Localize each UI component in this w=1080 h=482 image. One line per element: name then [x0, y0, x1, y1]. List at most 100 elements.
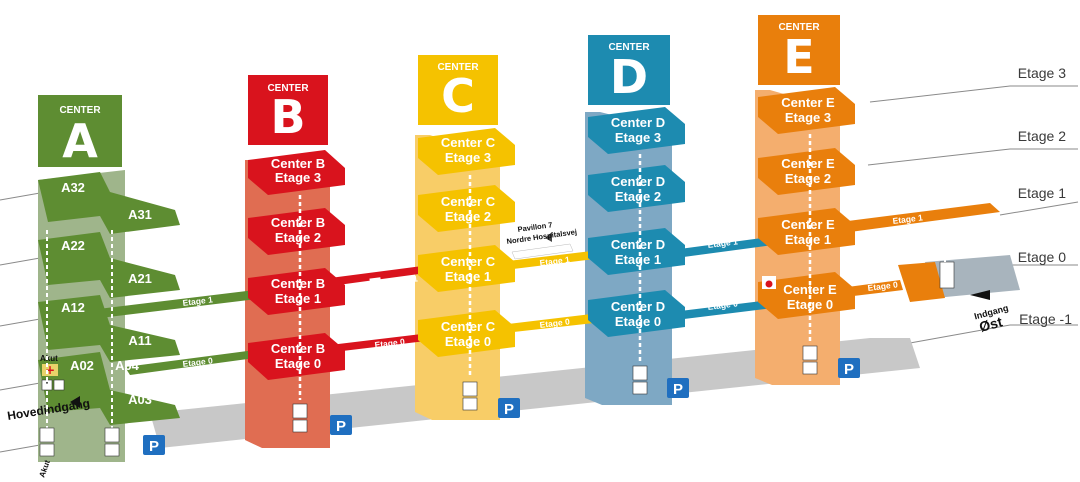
floor-e2-level: Etage 2: [785, 171, 831, 186]
level-label-0: Etage 0: [1018, 249, 1066, 265]
bridge-d-e-etage-0-label: Etage 0: [707, 298, 738, 312]
floor-c0-level: Etage 0: [445, 334, 491, 349]
bridge-c-d-etage-0: [500, 313, 603, 333]
bridge-a-b-etage-0: [125, 350, 262, 375]
center-e-letter: E: [783, 30, 814, 84]
center-e-word: CENTER: [778, 22, 820, 33]
floor-a31-label: A31: [128, 207, 152, 222]
elevator-icon: [53, 379, 65, 391]
floor-c1-name: Center C: [441, 254, 496, 269]
floor-a12: [38, 295, 180, 362]
floor-b1: [248, 268, 345, 315]
floor-a22-label: A22: [61, 238, 85, 253]
elevator-icon: [802, 345, 818, 361]
parking-icon: [498, 398, 520, 418]
east-entrance-line2: Øst: [977, 313, 1004, 335]
floor-b3-name: Center B: [271, 156, 325, 171]
center-d-letter: D: [610, 50, 648, 104]
floor-e2-name: Center E: [781, 156, 835, 171]
center-e-header: [758, 15, 840, 85]
center-c-header: [418, 55, 498, 125]
bridge-d-e-etage-1-label: Etage 1: [707, 236, 738, 250]
svg-text:P: P: [149, 438, 159, 455]
floor-d1-level: Etage 1: [615, 252, 661, 267]
center-c-word: CENTER: [437, 62, 479, 73]
east-entrance-block: [898, 232, 1020, 302]
floor-c3-name: Center C: [441, 135, 496, 150]
floor-a03-label: A03: [128, 392, 152, 407]
floor-e2: [758, 148, 855, 195]
center-b-word: CENTER: [267, 83, 309, 94]
parking-icon: [143, 435, 165, 455]
center-b-header: [248, 75, 328, 145]
floor-e1: [758, 208, 855, 255]
svg-text:P: P: [336, 418, 346, 435]
center-b: CENTER B Center B Etage 3 Center B Etage…: [248, 75, 352, 435]
bridge-c-d-etage-1: [500, 250, 603, 270]
center-a: CENTER A A32 A31 A22 A21 A12 A11 A02 A04…: [6, 95, 180, 479]
parking-icon: [330, 415, 352, 435]
entrance-arrow-icon: [970, 290, 990, 300]
bridge-e-east-etage-0: [840, 280, 903, 297]
floor-e0: [758, 272, 855, 319]
bridge-b-c-etage-1-label: Etage 1: [387, 273, 418, 287]
floor-a12-label: A12: [61, 300, 85, 315]
level-label-minus1: Etage -1: [1019, 311, 1072, 327]
floor-d0-name: Center D: [611, 299, 665, 314]
floor-c0-name: Center C: [441, 319, 496, 334]
level-label-2: Etage 2: [1018, 128, 1066, 144]
svg-text:P: P: [673, 381, 683, 398]
floor-a32-label: A32: [61, 180, 85, 195]
elevator-icon: [632, 365, 648, 381]
entrance-arrow-icon: [70, 396, 80, 408]
bridges: Etage 1 Etage 0 Etage 1 Etage 0 Etage 1 …: [90, 203, 1000, 375]
elevator-icon: [292, 403, 308, 419]
center-d-header: [588, 35, 670, 105]
svg-text:P: P: [504, 401, 514, 418]
floor-d0: [588, 290, 685, 337]
level-label-3: Etage 3: [1018, 65, 1066, 81]
floor-e1-name: Center E: [781, 217, 835, 232]
parking-icon: [667, 378, 689, 398]
center-a-letter: A: [62, 114, 98, 168]
floor-b1-name: Center B: [271, 276, 325, 291]
floor-b0-level: Etage 0: [275, 356, 321, 371]
floor-a32: [38, 172, 180, 234]
bridge-a-b-etage-1-label: Etage 1: [182, 294, 213, 308]
floor-a02: [38, 352, 180, 425]
center-d-word: CENTER: [608, 42, 650, 53]
bridge-c-d-etage-0-label: Etage 0: [539, 316, 570, 330]
elevator-icon: [939, 261, 955, 289]
center-d: CENTER D Center D Etage 3 Center D Etage…: [588, 35, 689, 398]
floor-d0-level: Etage 0: [615, 314, 661, 329]
floor-d2: [588, 165, 685, 212]
floor-b3-level: Etage 3: [275, 170, 321, 185]
floor-b0-name: Center B: [271, 341, 325, 356]
floor-b3: [248, 150, 345, 195]
stairs-icon: [104, 443, 120, 457]
floor-e3-name: Center E: [781, 95, 835, 110]
floor-d2-name: Center D: [611, 174, 665, 189]
elevator-icon: [369, 277, 382, 290]
floor-d3-name: Center D: [611, 115, 665, 130]
bridge-d-e-etage-0: [672, 300, 773, 320]
stairs-icon: [39, 443, 55, 457]
floor-c2: [418, 185, 515, 232]
parking-icon: [838, 358, 860, 378]
bridge-b-c-etage-0-label: Etage 0: [374, 336, 405, 350]
floor-b2-level: Etage 2: [275, 230, 321, 245]
bridge-c-d-etage-1-label: Etage 1: [539, 254, 570, 268]
floor-e1-level: Etage 1: [785, 232, 831, 247]
elevator-icon: [104, 427, 120, 443]
stairs-icon: [802, 361, 818, 375]
bridge-e-east-etage-0-label: Etage 0: [867, 279, 898, 293]
pavilion-7-arrow: [511, 243, 574, 260]
stairs-icon: [292, 419, 308, 433]
bridge-e-east-etage-1-label: Etage 1: [892, 212, 923, 226]
center-c-letter: C: [441, 69, 475, 123]
floor-c3-level: Etage 3: [445, 150, 491, 165]
floor-a11-label: A11: [128, 333, 151, 348]
floor-a02-label: A02: [70, 358, 94, 373]
floor-e3-level: Etage 3: [785, 110, 831, 125]
svg-text:+: +: [45, 363, 55, 377]
